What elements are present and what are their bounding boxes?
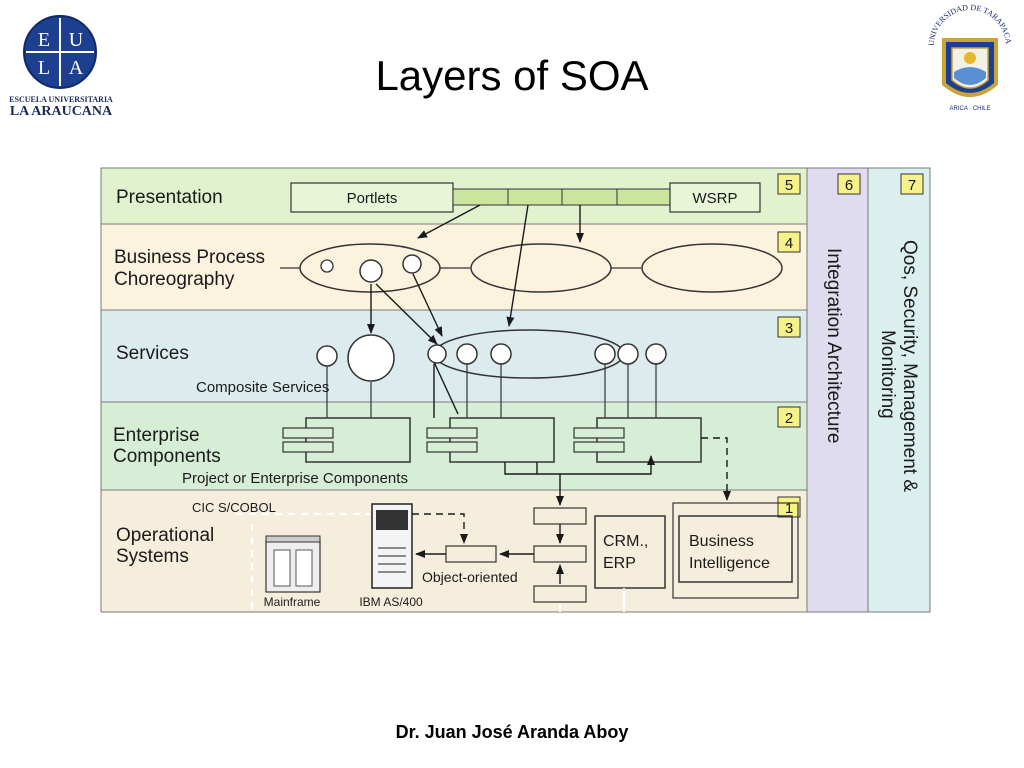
bi-line1: Business [689,533,754,550]
logo-left-line1: ESCUELA UNIVERSITARIA [9,95,113,104]
column-integration [806,167,869,613]
logo-letter-l: L [38,57,50,79]
svg-text:7: 7 [908,177,916,194]
layer-label-services: Services [116,343,189,364]
portlets-bar: Portlets WSRP [290,182,761,213]
svg-text:1: 1 [785,500,793,517]
number-box-5: 5 [777,173,801,195]
layer-label-enterprise-line1: Enterprise [113,425,200,446]
object-box-bottom [533,585,587,603]
column-label-qos-line1: Qos, Security, Management & [899,240,920,492]
object-box-mid [445,545,497,563]
footer-author: Dr. Juan José Aranda Aboy [395,722,629,742]
mainframe-icon [265,535,321,593]
layer-band-bpc [100,223,808,311]
escuela-logo: E U L A [23,15,97,89]
column-label-qos-line2: Monitoring [877,330,898,419]
layer-band-services [100,309,808,403]
layer-label-bpc-line1: Business Process [114,247,265,268]
object-oriented-label: Object-oriented [422,569,518,585]
layer-label-bpc-line2: Choreography [114,269,235,290]
bi-line2: Intelligence [689,555,770,572]
logo-letter-u: U [69,29,84,51]
process-ellipses [280,243,783,293]
object-box-top [533,507,587,525]
ibm-as400-icon [371,503,413,589]
number-box-4: 4 [777,231,801,253]
slide-title: Layers of SOA [375,52,649,99]
connectors [367,204,731,584]
ibm-as400-label: IBM AS/400 [359,595,423,609]
number-box-2: 2 [777,406,801,428]
layer-label-operational-line1: Operational [116,525,214,546]
composite-services-label: Composite Services [196,379,329,396]
mainframe-label: Mainframe [264,595,321,609]
number-box-3: 3 [777,316,801,338]
svg-text:6: 6 [845,177,853,194]
svg-text:5: 5 [785,177,793,194]
layer-label-presentation: Presentation [116,187,223,208]
logo-bottom-text: ARICA · CHILE [949,106,990,112]
number-box-6: 6 [837,173,861,195]
layer-label-operational-line2: Systems [116,546,189,567]
project-components-label: Project or Enterprise Components [182,470,408,487]
number-box-7: 7 [900,173,924,195]
logo-letter-e: E [38,29,50,51]
business-intelligence-box: Business Intelligence [672,502,799,599]
crm-erp-line1: CRM., [603,533,648,550]
cics-cobol-label: CIC S/COBOL [192,500,276,515]
column-qos [867,167,931,613]
logo-left-line2: LA ARAUCANA [9,104,113,119]
crm-erp-box: CRM., ERP [594,515,666,589]
svg-text:3: 3 [785,320,793,337]
crm-erp-line2: ERP [603,555,636,572]
number-box-1: 1 [777,496,801,518]
tarapaca-logo: UNIVERSIDAD DE TARAPACA ARICA · CHILE [927,4,1013,112]
white-connectors [236,512,626,612]
portlets-label: Portlets [347,190,398,207]
services-nodes [316,329,667,418]
svg-text:4: 4 [785,235,793,252]
wsrp-label: WSRP [693,190,738,207]
object-box-middle [533,545,587,563]
column-label-integration: Integration Architecture [823,248,844,443]
svg-text:2: 2 [785,410,793,427]
layer-label-enterprise-line2: Components [113,446,221,467]
logo-letter-a: A [69,57,84,79]
